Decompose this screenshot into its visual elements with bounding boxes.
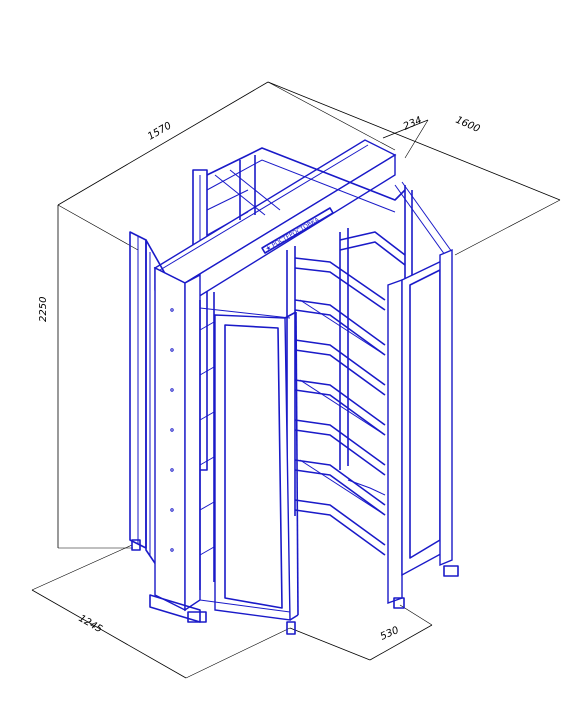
- front-left-column: [149, 266, 201, 623]
- rotor-arms: [294, 231, 406, 556]
- dim-1245-line: [31, 589, 187, 679]
- dim-530-label: 530: [379, 625, 401, 643]
- feet: [131, 539, 207, 623]
- dim-1600-label: 1600: [454, 115, 482, 135]
- dim-1245-label: 1245: [77, 613, 105, 635]
- dim-2250-label: 2250: [38, 297, 49, 322]
- dim-1570-line: [57, 81, 269, 206]
- front-gate-panel: [199, 307, 299, 635]
- turnstile-structure: ★ РОСТЕРОСТОВКА: [129, 139, 459, 635]
- dim-1570-label: 1570: [146, 120, 174, 142]
- right-fence-panel: [387, 248, 459, 609]
- dim-530-line: [289, 627, 371, 661]
- left-ladder: [199, 292, 215, 590]
- dim-234-line: [382, 119, 429, 139]
- dim-234-label: 234: [402, 115, 424, 133]
- dim-1600-line: [267, 81, 561, 201]
- dimension-lines: [31, 81, 561, 679]
- back-frame: [206, 147, 453, 256]
